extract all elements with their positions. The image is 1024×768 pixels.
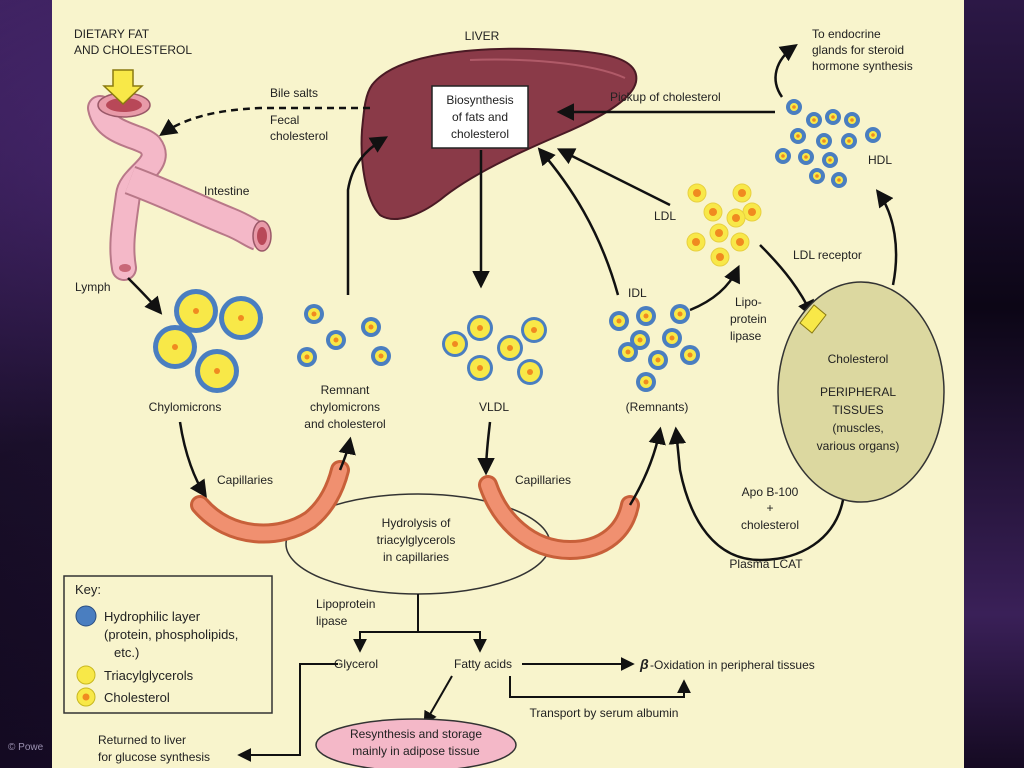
endocrine-label-1: To endocrine: [812, 27, 881, 41]
key-hydrophilic-2: (protein, phospholipids,: [104, 627, 238, 642]
lymph-arrow: [127, 277, 163, 315]
hydrolysis-label-1: Hydrolysis of: [382, 516, 451, 530]
lcat-return-arrow: [668, 426, 845, 562]
copyright-text: © Powe: [8, 742, 44, 753]
capillaries-right-label: Capillaries: [515, 473, 571, 487]
beta-symbol: β: [639, 656, 649, 672]
remnant-label-2: chylomicrons: [310, 400, 380, 414]
fecal-label-2: cholesterol: [270, 129, 328, 143]
liver-highlight: [469, 58, 626, 79]
peripheral-tissues: [777, 281, 945, 503]
ldl-receptor-icon: [799, 304, 827, 334]
idl-label: IDL: [628, 286, 647, 300]
biosynthesis-label-1: Biosynthesis: [446, 93, 513, 107]
pickup-label: Pickup of cholesterol: [610, 90, 721, 104]
resynthesis-label-2: mainly in adipose tissue: [352, 744, 480, 758]
biosynthesis-label-3: cholesterol: [451, 127, 509, 141]
hdl-particles: [775, 99, 881, 188]
remnants-label: (Remnants): [626, 400, 689, 414]
resynthesis-label-1: Resynthesis and storage: [350, 727, 482, 741]
ldl-label: LDL: [654, 209, 676, 223]
peripheral-label-3: (muscles,: [832, 421, 883, 435]
remnant-to-liver-arrow: [346, 136, 389, 295]
key-title: Key:: [75, 582, 101, 597]
chylomicron-particles: [153, 289, 263, 393]
apo-label-3: cholesterol: [741, 518, 799, 532]
ldl-to-liver-arrow: [556, 148, 671, 207]
endocrine-label-3: hormone synthesis: [812, 59, 913, 73]
fatty-acids-label: Fatty acids: [454, 657, 512, 671]
lymph-label: Lymph: [75, 280, 111, 294]
dietary-fat-label-2: AND CHOLESTEROL: [74, 43, 192, 57]
hdl-label: HDL: [868, 153, 892, 167]
biosynthesis-label-2: of fats and: [452, 110, 508, 124]
remnant-chylomicron-particles: [297, 304, 391, 367]
key-cholesterol: Cholesterol: [104, 690, 170, 705]
ldl-particles: [686, 183, 762, 267]
lpl-label-2: lipase: [316, 614, 348, 628]
capillaries-left-label: Capillaries: [217, 473, 273, 487]
lipoprotein-lipase-label-2: protein: [730, 312, 767, 326]
remnant-label-1: Remnant: [321, 383, 370, 397]
ldl-receptor-label: LDL receptor: [793, 248, 862, 262]
lpl-branch: [359, 631, 481, 648]
capillary-to-idl-arrow: [628, 426, 666, 506]
endocrine-label-2: glands for steroid: [812, 43, 904, 57]
capillary-left-inner: [193, 463, 347, 541]
lpl-label-1: Lipoprotein: [316, 597, 375, 611]
key-hydrophilic-1: Hydrophilic layer: [104, 609, 201, 624]
hydrolysis-label-2: triacylglycerols: [377, 533, 456, 547]
glycerol-label: Glycerol: [334, 657, 378, 671]
bile-salts-label: Bile salts: [270, 86, 318, 100]
glycerol-to-liver-arrow: [237, 663, 338, 762]
beta-oxidation-label: -Oxidation in peripheral tissues: [650, 658, 815, 672]
returned-label-2: for glucose synthesis: [98, 750, 210, 764]
lipoprotein-lipase-label-1: Lipo-: [735, 295, 762, 309]
capillary-right-inner: [481, 478, 637, 558]
liver-label: LIVER: [465, 29, 500, 43]
fatty-acids-to-storage-arrow: [423, 675, 453, 726]
apo-label-1: Apo B-100: [742, 485, 799, 499]
apo-label-2: +: [766, 501, 773, 515]
slide-background-right: [954, 0, 1024, 768]
idl-particles: [609, 304, 700, 392]
vldl-label: VLDL: [479, 400, 509, 414]
triacylglycerol-key-icon: [76, 665, 96, 685]
peripheral-label-1: PERIPHERAL: [820, 385, 896, 399]
capillary-to-remnant-arrow: [338, 436, 356, 471]
returned-label-1: Returned to liver: [98, 733, 186, 747]
cholesterol-key-icon-core: [82, 693, 90, 701]
bile-salts-arrow: [159, 106, 370, 136]
transport-label: Transport by serum albumin: [530, 706, 679, 720]
key-triacylglycerols: Triacylglycerols: [104, 668, 194, 683]
hdl-to-endocrine-arrow: [774, 43, 798, 98]
chylomicrons-label: Chylomicrons: [149, 400, 222, 414]
chylo-to-capillary-arrow: [178, 421, 207, 498]
resynthesis-ellipse: [315, 718, 517, 768]
peripheral-label-2: TISSUES: [832, 403, 883, 417]
vldl-particles: [442, 315, 547, 385]
vldl-to-capillary-arrow: [477, 421, 495, 476]
lcat-label: Plasma LCAT: [729, 557, 803, 571]
fecal-label-1: Fecal: [270, 113, 299, 127]
lipoprotein-lipase-label-3: lipase: [730, 329, 762, 343]
dietary-fat-label-1: DIETARY FAT: [74, 27, 150, 41]
intestine-label: Intestine: [204, 184, 250, 198]
hydrolysis-label-3: in capillaries: [383, 550, 449, 564]
remnant-label-3: and cholesterol: [304, 417, 385, 431]
cholesterol-tissue-label: Cholesterol: [828, 352, 889, 366]
intestine-illustration: [87, 92, 272, 281]
key-box: [63, 575, 273, 714]
idl-to-ldl-arrow: [689, 264, 740, 312]
tissue-to-hdl-arrow: [875, 189, 898, 286]
idl-to-liver-arrow: [537, 147, 620, 296]
key-hydrophilic-3: etc.): [114, 645, 139, 660]
dietary-input-arrow: [102, 69, 144, 106]
transport-arrow: [509, 676, 691, 698]
hydrophilic-key-icon: [75, 605, 97, 627]
peripheral-label-4: various organs): [817, 439, 900, 453]
biosynthesis-box: [431, 85, 529, 149]
